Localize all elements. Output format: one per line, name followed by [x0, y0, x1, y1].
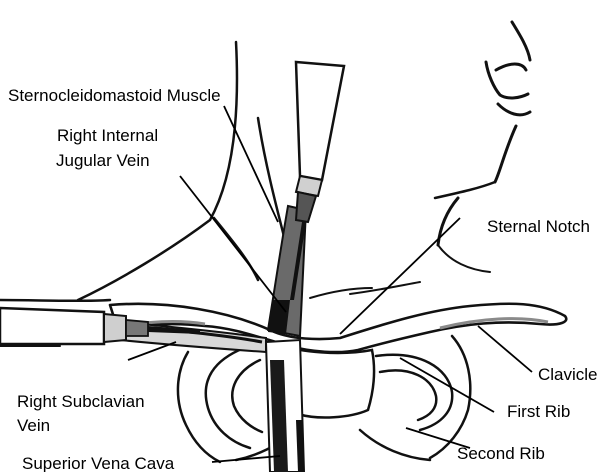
label-sternocleidomastoid-muscle: Sternocleidomastoid Muscle	[8, 86, 221, 105]
label-right-subclavian-vein-line1: Right Subclavian	[17, 392, 145, 411]
leader-rsv	[128, 342, 176, 360]
leader-first-rib	[400, 358, 494, 412]
leader-clavicle	[478, 326, 532, 372]
label-first-rib: First Rib	[507, 402, 570, 421]
leader-rijv	[180, 176, 286, 312]
label-right-internal-jugular-vein-line2: Jugular Vein	[56, 151, 150, 170]
label-sternal-notch: Sternal Notch	[487, 217, 590, 236]
label-clavicle: Clavicle	[538, 365, 598, 384]
jugular-needle	[290, 62, 344, 300]
label-right-internal-jugular-vein-line1: Right Internal	[57, 126, 158, 145]
label-right-subclavian-vein-line2: Vein	[17, 416, 50, 435]
label-superior-vena-cava: Superior Vena Cava	[22, 454, 175, 472]
leader-scm	[224, 106, 278, 222]
label-second-rib: Second Rib	[457, 444, 545, 463]
